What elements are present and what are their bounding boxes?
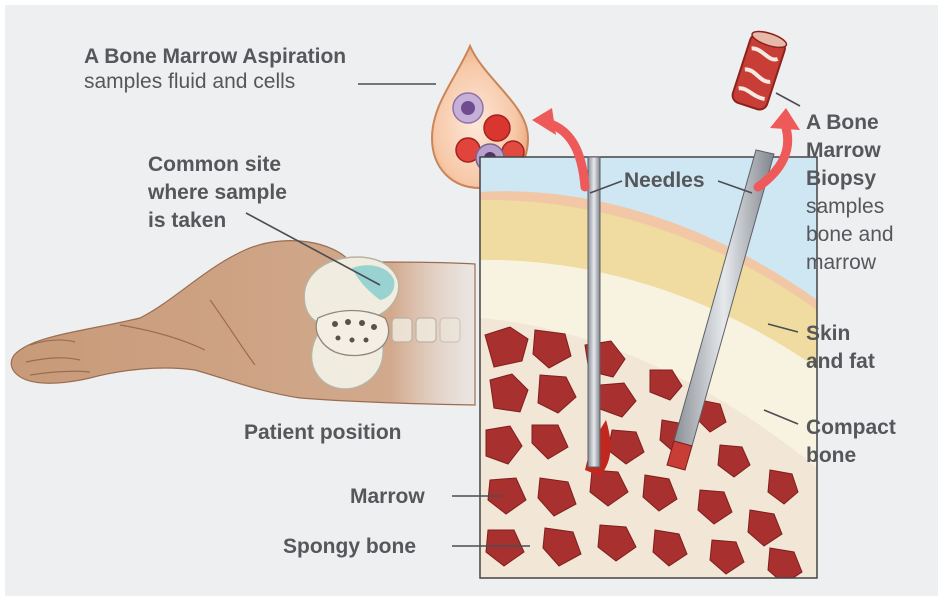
biopsy-line-3: Biopsy (806, 165, 894, 193)
common-site-line-2: where sample (148, 179, 287, 207)
needles-label: Needles (624, 168, 705, 193)
biopsy-line-1: A Bone (806, 109, 894, 137)
common-site-label: Common site where sample is taken (148, 151, 287, 235)
compact-bone-label: Compact bone (806, 414, 896, 470)
biopsy-line-2: Marrow (806, 137, 894, 165)
skin-fat-line-1: Skin (806, 320, 875, 348)
skin-fat-label: Skin and fat (806, 320, 875, 376)
spongy-bone-label: Spongy bone (283, 534, 416, 559)
biopsy-core-sample (731, 28, 789, 111)
patient-figure (11, 241, 475, 405)
aspiration-title: A Bone Marrow Aspiration (84, 44, 346, 69)
tissue-cross-section (480, 157, 817, 584)
biopsy-line-4: samples (806, 193, 894, 221)
biopsy-line-5: bone and (806, 221, 894, 249)
common-site-line-3: is taken (148, 207, 287, 235)
skin-fat-line-2: and fat (806, 348, 875, 376)
biopsy-line-6: marrow (806, 249, 894, 277)
biopsy-label: A Bone Marrow Biopsy samples bone and ma… (806, 109, 894, 277)
marrow-label: Marrow (350, 484, 425, 509)
aspiration-description: samples fluid and cells (84, 69, 346, 94)
red-blood-cell (484, 115, 510, 141)
compact-bone-line-2: bone (806, 442, 896, 470)
patient-position-label: Patient position (244, 420, 402, 445)
compact-bone-line-1: Compact (806, 414, 896, 442)
aspiration-label: A Bone Marrow Aspiration samples fluid a… (84, 44, 346, 94)
lumbar-spine (392, 318, 460, 342)
common-site-line-1: Common site (148, 151, 287, 179)
aspiration-needle (588, 157, 600, 467)
